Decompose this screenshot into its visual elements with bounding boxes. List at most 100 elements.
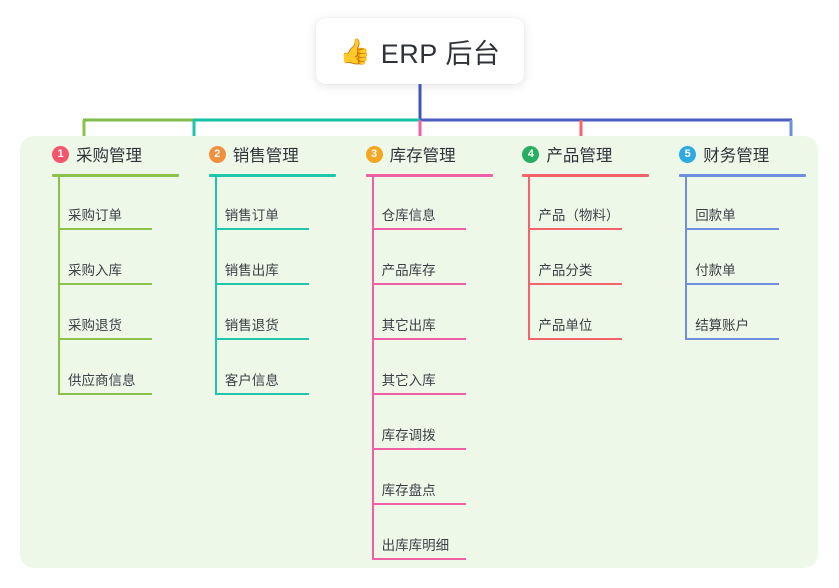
- branch-title-4: 产品管理: [546, 147, 613, 165]
- list-item[interactable]: 其它入库: [348, 340, 505, 395]
- item-underline: [58, 283, 152, 285]
- item-label: 结算账户: [695, 318, 750, 333]
- list-item[interactable]: 其它出库: [348, 285, 505, 340]
- list-item[interactable]: 销售订单: [191, 175, 348, 230]
- branch-header-3[interactable]: 3 库存管理: [348, 136, 505, 172]
- list-item[interactable]: 产品分类: [504, 230, 661, 285]
- branch-column-1: 1 采购管理 采购订单 采购入库 采购退货 供应商信息: [34, 136, 191, 568]
- branch-column-3: 3 库存管理 仓库信息 产品库存 其它出库 其它入库: [348, 136, 505, 568]
- item-label: 采购入库: [68, 263, 122, 278]
- item-label: 回款单: [695, 208, 736, 223]
- item-label: 出库库明细: [381, 538, 450, 553]
- list-item[interactable]: 采购入库: [34, 230, 191, 285]
- item-underline: [528, 338, 623, 340]
- list-item[interactable]: 产品单位: [504, 285, 661, 340]
- list-item[interactable]: 出库库明细: [348, 505, 505, 560]
- list-item[interactable]: 销售出库: [191, 230, 348, 285]
- branch-spine-3: [371, 175, 374, 560]
- branch-items-3: 仓库信息 产品库存 其它出库 其它入库 库存调拨: [348, 175, 505, 560]
- list-item[interactable]: 产品库存: [348, 230, 505, 285]
- branch-badge-1: 1: [52, 145, 69, 163]
- item-label: 库存调拨: [381, 428, 436, 443]
- item-underline: [371, 338, 466, 340]
- branch-spine-1: [58, 175, 60, 395]
- item-label: 库存盘点: [381, 483, 436, 498]
- branch-underline-2: [208, 174, 336, 177]
- list-item[interactable]: 采购订单: [34, 175, 191, 230]
- list-item[interactable]: 库存盘点: [348, 450, 505, 505]
- item-label: 客户信息: [224, 373, 279, 388]
- root-node[interactable]: 👍 ERP 后台: [316, 18, 524, 84]
- item-label: 销售出库: [224, 263, 279, 278]
- item-underline: [371, 393, 466, 395]
- item-underline: [371, 228, 466, 230]
- thumbs-up-icon: 👍: [339, 37, 371, 66]
- branch-header-5[interactable]: 5 财务管理: [661, 136, 818, 172]
- item-label: 其它出库: [381, 318, 436, 333]
- list-item[interactable]: 销售退货: [191, 285, 348, 340]
- branch-title-5: 财务管理: [703, 147, 770, 165]
- branch-underline-3: [365, 174, 493, 177]
- item-label: 产品分类: [538, 263, 593, 278]
- item-underline: [214, 338, 309, 340]
- item-label: 其它入库: [381, 373, 436, 388]
- branch-badge-4: 4: [522, 145, 540, 163]
- item-label: 供应商信息: [68, 373, 136, 388]
- branch-header-1[interactable]: 1 采购管理: [34, 136, 191, 172]
- item-label: 销售退货: [224, 318, 279, 333]
- item-underline: [214, 283, 309, 285]
- item-label: 付款单: [695, 263, 736, 278]
- item-underline: [685, 338, 780, 340]
- branch-title-2: 销售管理: [232, 147, 299, 165]
- item-underline: [214, 228, 309, 230]
- list-item[interactable]: 库存调拨: [348, 395, 505, 450]
- item-underline: [58, 338, 152, 340]
- item-underline: [58, 393, 152, 395]
- item-label: 产品（物料）: [538, 208, 620, 223]
- item-underline: [58, 228, 152, 230]
- branch-badge-2: 2: [208, 145, 226, 163]
- item-underline: [528, 283, 623, 285]
- branch-items-2: 销售订单 销售出库 销售退货 客户信息: [191, 175, 348, 395]
- root-node-label: ERP 后台: [380, 38, 501, 69]
- branch-spine-5: [685, 175, 688, 340]
- item-underline: [528, 228, 623, 230]
- list-item[interactable]: 供应商信息: [34, 340, 191, 395]
- branch-header-4[interactable]: 4 产品管理: [504, 136, 661, 172]
- list-item[interactable]: 客户信息: [191, 340, 348, 395]
- branch-column-2: 2 销售管理 销售订单 销售出库 销售退货 客户信息: [191, 136, 348, 568]
- item-label: 产品库存: [381, 263, 436, 278]
- branch-title-3: 库存管理: [389, 147, 456, 165]
- branch-header-2[interactable]: 2 销售管理: [191, 136, 348, 172]
- branch-column-5: 5 财务管理 回款单 付款单 结算账户: [661, 136, 818, 568]
- branch-badge-5: 5: [679, 145, 697, 163]
- branch-spine-4: [528, 175, 531, 340]
- list-item[interactable]: 回款单: [661, 175, 818, 230]
- item-label: 产品单位: [538, 318, 593, 333]
- list-item[interactable]: 产品（物料）: [504, 175, 661, 230]
- list-item[interactable]: 仓库信息: [348, 175, 505, 230]
- branch-underline-4: [522, 174, 650, 177]
- branch-spine-2: [214, 175, 217, 395]
- item-label: 采购订单: [68, 208, 122, 223]
- branch-underline-5: [679, 174, 807, 177]
- item-underline: [371, 558, 466, 560]
- item-label: 仓库信息: [381, 208, 436, 223]
- list-item[interactable]: 付款单: [661, 230, 818, 285]
- list-item[interactable]: 结算账户: [661, 285, 818, 340]
- branch-items-1: 采购订单 采购入库 采购退货 供应商信息: [34, 175, 191, 395]
- item-label: 销售订单: [224, 208, 279, 223]
- item-label: 采购退货: [68, 318, 122, 333]
- branches-panel: [20, 136, 818, 568]
- branch-items-4: 产品（物料） 产品分类 产品单位: [504, 175, 661, 340]
- branch-underline-1: [52, 174, 179, 177]
- item-underline: [685, 283, 780, 285]
- branch-items-5: 回款单 付款单 结算账户: [661, 175, 818, 340]
- list-item[interactable]: 采购退货: [34, 285, 191, 340]
- item-underline: [371, 283, 466, 285]
- item-underline: [214, 393, 309, 395]
- branch-title-1: 采购管理: [76, 147, 142, 165]
- branch-columns: 1 采购管理 采购订单 采购入库 采购退货 供应商信息: [20, 136, 818, 568]
- branch-badge-3: 3: [365, 145, 383, 163]
